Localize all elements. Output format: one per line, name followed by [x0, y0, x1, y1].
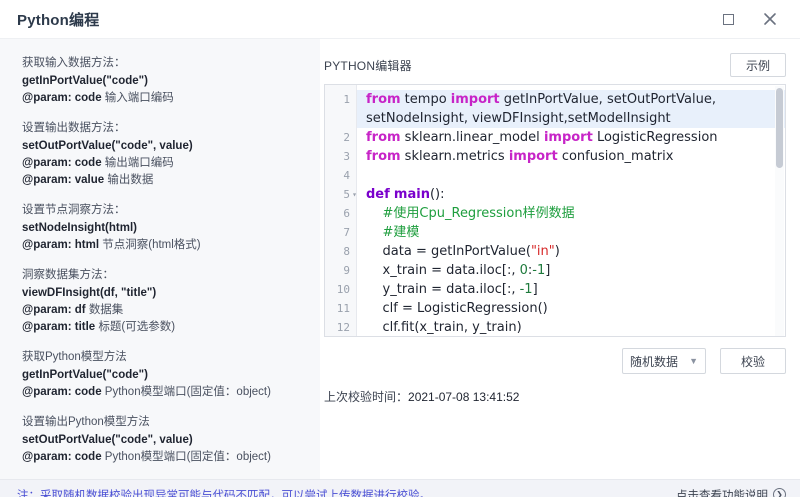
code-line: from sklearn.linear_model import Logisti…: [366, 130, 718, 145]
code-line: from sklearn.metrics import confusion_ma…: [366, 149, 674, 164]
line-number-gutter: 1 2 3 4 5▾ 6 7 8 9 10 11 12 13: [325, 85, 357, 336]
last-check-value: 2021-07-08 13:41:52: [408, 390, 520, 404]
doc-param: @param: code Python模型端口(固定值：object): [22, 384, 306, 401]
doc-signature: setNodeInsight(html): [22, 222, 137, 234]
line-number-text: 5: [343, 188, 350, 201]
code-line: clf.fit(x_train, y_train): [366, 320, 522, 335]
dialog-titlebar: Python编程: [0, 0, 800, 38]
doc-block: 获取Python模型方法 getInPortValue("code") @par…: [22, 349, 306, 401]
line-number: 5▾: [325, 185, 357, 204]
editor-scrollbar-thumb[interactable]: [776, 88, 783, 168]
doc-param: @param: title 标题(可选参数): [22, 319, 306, 336]
doc-param: @param: df 数据集: [22, 302, 306, 319]
line-number: 1: [343, 93, 350, 106]
line-number: 3: [343, 150, 350, 163]
verify-button[interactable]: 校验: [720, 348, 786, 374]
window-controls: [718, 9, 784, 29]
editor-controls: 随机数据 ▼ 校验: [324, 348, 786, 374]
doc-signature: setOutPortValue("code", value): [22, 434, 193, 446]
code-line: def main():: [366, 187, 445, 202]
doc-block: 设置节点洞察方法： setNodeInsight(html) @param: h…: [22, 202, 306, 254]
doc-param: @param: html 节点洞察(html格式): [22, 237, 306, 254]
doc-param: @param: value 输出数据: [22, 172, 306, 189]
doc-param-name: @param: code: [22, 92, 105, 104]
editor-scrollbar[interactable]: [775, 86, 784, 336]
doc-signature: setOutPortValue("code", value): [22, 140, 193, 152]
line-number: 2: [343, 131, 350, 144]
doc-heading: 设置节点洞察方法：: [22, 204, 126, 216]
doc-param-name: @param: html: [22, 239, 103, 251]
doc-param-desc: 标题(可选参数): [98, 321, 176, 333]
chevron-down-icon: ▼: [689, 356, 698, 366]
doc-param-name: @param: code: [22, 451, 105, 463]
data-source-select-value: 随机数据: [630, 354, 679, 369]
doc-block: 设置输出Python模型方法 setOutPortValue("code", v…: [22, 414, 306, 466]
editor-header: PYTHON编辑器 示例: [324, 53, 786, 77]
doc-signature: getInPortValue("code"): [22, 369, 148, 381]
line-number: 9: [343, 264, 350, 277]
line-number: 12: [336, 321, 350, 334]
doc-param: @param: code 输入端口编码: [22, 90, 306, 107]
code-content[interactable]: from tempo import getInPortValue, setOut…: [357, 85, 785, 336]
doc-heading: 获取输入数据方法：: [22, 57, 126, 69]
feature-description-link[interactable]: 点击查看功能说明 ❯: [676, 487, 786, 497]
code-line: [366, 166, 785, 185]
doc-block: 设置输出数据方法： setOutPortValue("code", value)…: [22, 120, 306, 189]
code-line: #建模: [366, 225, 420, 240]
doc-param-name: @param: df: [22, 304, 89, 316]
doc-param-name: @param: value: [22, 174, 108, 186]
doc-param-name: @param: title: [22, 321, 99, 333]
code-line: #使用Cpu_Regression样例数据: [366, 206, 575, 221]
dialog-body: 获取输入数据方法： getInPortValue("code") @param:…: [0, 38, 800, 479]
doc-param-desc: 输出数据: [107, 174, 154, 186]
code-line: from tempo import getInPortValue, setOut…: [357, 90, 785, 128]
line-number: 11: [336, 302, 350, 315]
doc-heading: 获取Python模型方法: [22, 351, 127, 363]
line-number: 8: [343, 245, 350, 258]
doc-param-desc: Python模型端口(固定值：object): [104, 386, 271, 398]
doc-param-desc: Python模型端口(固定值：object): [104, 451, 271, 463]
editor-column: PYTHON编辑器 示例 1 2 3 4 5▾ 6 7 8 9 10 11 12: [320, 39, 800, 479]
doc-param-name: @param: code: [22, 386, 105, 398]
doc-signature: getInPortValue("code"): [22, 75, 148, 87]
code-line: y_train = data.iloc[:, -1]: [366, 282, 538, 297]
code-line: clf = LogisticRegression(): [366, 301, 548, 316]
example-button[interactable]: 示例: [730, 53, 786, 77]
line-number: 6: [343, 207, 350, 220]
doc-block: 获取输入数据方法： getInPortValue("code") @param:…: [22, 55, 306, 107]
doc-param: @param: code 输出端口编码: [22, 155, 306, 172]
doc-param-desc: 输出端口编码: [104, 157, 174, 169]
maximize-icon[interactable]: [718, 9, 738, 29]
note-bar: 注：采取随机数据校验出现异常可能与代码不匹配，可以尝试上传数据进行校验。 点击查…: [0, 479, 800, 497]
last-check-time: 上次校验时间：2021-07-08 13:41:52: [324, 388, 786, 405]
doc-block: 洞察数据集方法： viewDFInsight(df, "title") @par…: [22, 267, 306, 336]
editor-label: PYTHON编辑器: [324, 58, 412, 73]
doc-heading: 洞察数据集方法：: [22, 269, 114, 281]
page-title: Python编程: [17, 11, 100, 29]
doc-param-desc: 输入端口编码: [104, 92, 174, 104]
code-fold-icon[interactable]: ▾: [352, 190, 357, 199]
last-check-label: 上次校验时间：: [324, 390, 409, 404]
doc-heading: 设置输出Python模型方法: [22, 416, 150, 428]
note-text: 注：采取随机数据校验出现异常可能与代码不匹配，可以尝试上传数据进行校验。: [17, 489, 431, 497]
doc-heading: 设置输出数据方法：: [22, 122, 126, 134]
line-number: 4: [343, 169, 350, 182]
data-source-select[interactable]: 随机数据 ▼: [622, 348, 706, 374]
doc-param: @param: code Python模型端口(固定值：object): [22, 449, 306, 466]
doc-signature: viewDFInsight(df, "title"): [22, 287, 157, 299]
doc-param-desc: 数据集: [88, 304, 124, 316]
code-line: data = getInPortValue("in"): [366, 244, 560, 259]
code-line: x_train = data.iloc[:, 0:-1]: [366, 263, 551, 278]
code-editor[interactable]: 1 2 3 4 5▾ 6 7 8 9 10 11 12 13 from temp…: [324, 84, 786, 337]
feature-description-link-label: 点击查看功能说明: [676, 489, 768, 497]
api-documentation-sidebar: 获取输入数据方法： getInPortValue("code") @param:…: [0, 39, 320, 479]
line-number: 10: [336, 283, 350, 296]
doc-param-name: @param: code: [22, 157, 105, 169]
close-icon[interactable]: [760, 9, 780, 29]
line-number: 7: [343, 226, 350, 239]
arrow-right-circle-icon: ❯: [773, 488, 786, 497]
doc-param-desc: 节点洞察(html格式): [102, 239, 201, 251]
